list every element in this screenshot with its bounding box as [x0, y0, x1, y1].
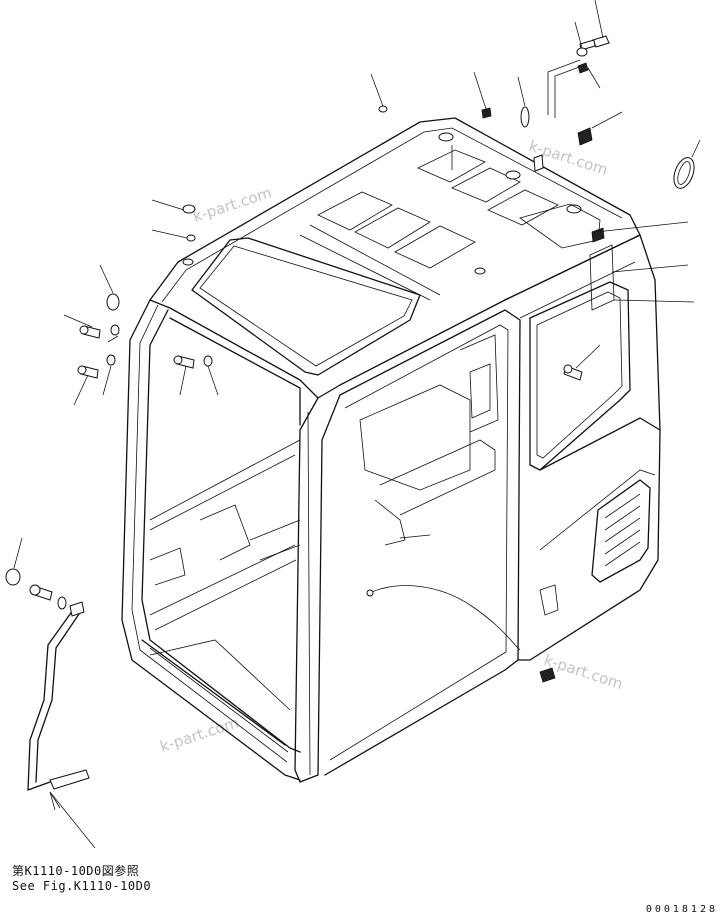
roof-plate	[519, 203, 601, 249]
sunroof	[191, 237, 421, 376]
watermarks: k-part.com k-part.com k-part.com k-part.…	[158, 137, 625, 756]
door-latch	[539, 584, 559, 616]
washer-left-3	[203, 355, 213, 367]
cap-nut	[378, 105, 388, 113]
roof-panel-3	[394, 225, 476, 269]
reference-note-en: See Fig.K1110-10D0	[12, 879, 152, 893]
plug-left-2	[186, 234, 196, 242]
roof-panel-5	[451, 167, 521, 203]
plug-left-1	[182, 204, 196, 214]
roof-panel-6	[487, 189, 559, 226]
washer-left-2	[106, 354, 116, 366]
clip	[481, 107, 492, 119]
handrail	[27, 609, 81, 791]
side-vent	[591, 479, 651, 583]
roof-plug-2	[505, 170, 521, 180]
reference-note-jp: 第K1110-10D0図参照	[12, 864, 140, 878]
cover-cap	[106, 293, 120, 311]
seal-ring-small	[520, 106, 530, 128]
bolt-top-right	[592, 35, 610, 48]
leader-lines	[13, 0, 701, 849]
roof-hardware	[182, 59, 615, 311]
rear-fender	[539, 417, 661, 471]
roof-panel-2	[354, 207, 431, 249]
washer-lower-left	[57, 596, 67, 610]
watermark-1: k-part.com	[191, 183, 274, 225]
interior-console	[359, 384, 471, 491]
roof-plug-1	[438, 132, 454, 142]
loose-parts	[5, 35, 695, 791]
watermark-4: k-part.com	[542, 651, 625, 693]
roof-bracket	[577, 127, 593, 146]
nut-top	[577, 62, 589, 74]
drawing-number: 00018128	[645, 904, 718, 915]
front-window-frame	[169, 317, 301, 426]
grommet	[5, 568, 21, 586]
front-left-pillar	[121, 299, 301, 781]
wire-harness	[371, 585, 521, 651]
washer-left-1	[110, 324, 120, 336]
front-right-pillar	[294, 394, 341, 783]
roof-panel-4	[417, 149, 486, 183]
roof-panel-1	[317, 191, 393, 231]
cab-frame	[121, 117, 661, 783]
seal-ring-large	[673, 157, 695, 189]
door-frame	[324, 309, 521, 776]
roof-plug-3	[566, 204, 582, 214]
cab-floor	[149, 639, 291, 711]
side-wall	[504, 234, 661, 661]
watermark-3: k-part.com	[158, 713, 241, 755]
washer-top	[576, 47, 588, 57]
